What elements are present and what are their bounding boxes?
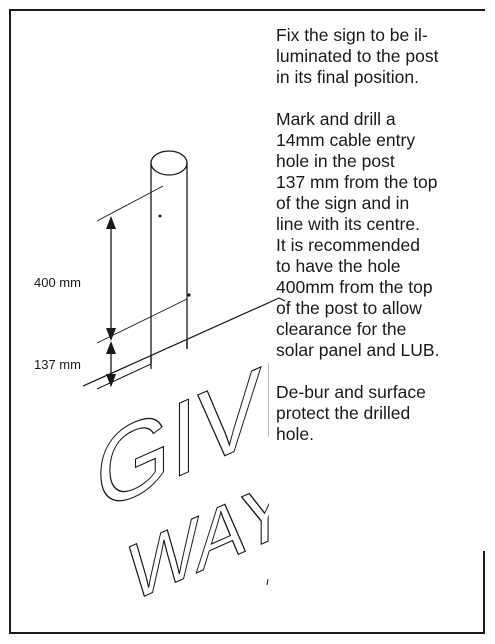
instruction-mask xyxy=(269,11,487,551)
text-line: solar panel and LUB. xyxy=(276,340,440,360)
text-line: of the sign and in xyxy=(276,193,410,213)
text-line: hole. xyxy=(276,424,314,444)
text-line: to have the hole xyxy=(276,256,401,276)
text-line: Fix the sign to be il- xyxy=(276,25,428,45)
text-line: of the post to allow xyxy=(276,298,422,318)
instruction-paragraph-1: Fix the sign to be il- luminated to the … xyxy=(276,25,486,88)
instruction-paragraph-3: De-bur and surface protect the drilled h… xyxy=(276,382,486,445)
text-line: It is recommended xyxy=(276,235,420,255)
text-line: 137 mm from the top xyxy=(276,172,438,192)
text-line: De-bur and surface xyxy=(276,382,426,402)
text-line: in its final position. xyxy=(276,67,419,87)
text-line: line with its centre. xyxy=(276,214,420,234)
text-line: Mark and drill a xyxy=(276,109,396,129)
text-line: luminated to the post xyxy=(276,46,439,66)
sign-edge-tick xyxy=(266,578,269,586)
instruction-paragraph-2: Mark and drill a 14mm cable entry hole i… xyxy=(276,109,486,361)
post-illustration: 400 mm 137 mm GIVE WAY 400 mm 137 mm xyxy=(11,11,487,622)
text-line: clearance for the xyxy=(276,319,407,339)
svg-text:400 mm: 400 mm xyxy=(34,275,81,290)
text-line: 400mm from the top xyxy=(276,277,433,297)
text-line: hole in the post xyxy=(276,151,395,171)
instruction-panel: 3 400 mm 137 mm GIVE WAY xyxy=(9,9,487,634)
text-line: protect the drilled xyxy=(276,403,411,423)
svg-text:137 mm: 137 mm xyxy=(34,357,81,372)
instruction-text: Fix the sign to be il- luminated to the … xyxy=(276,25,486,466)
text-line: 14mm cable entry xyxy=(276,130,416,150)
